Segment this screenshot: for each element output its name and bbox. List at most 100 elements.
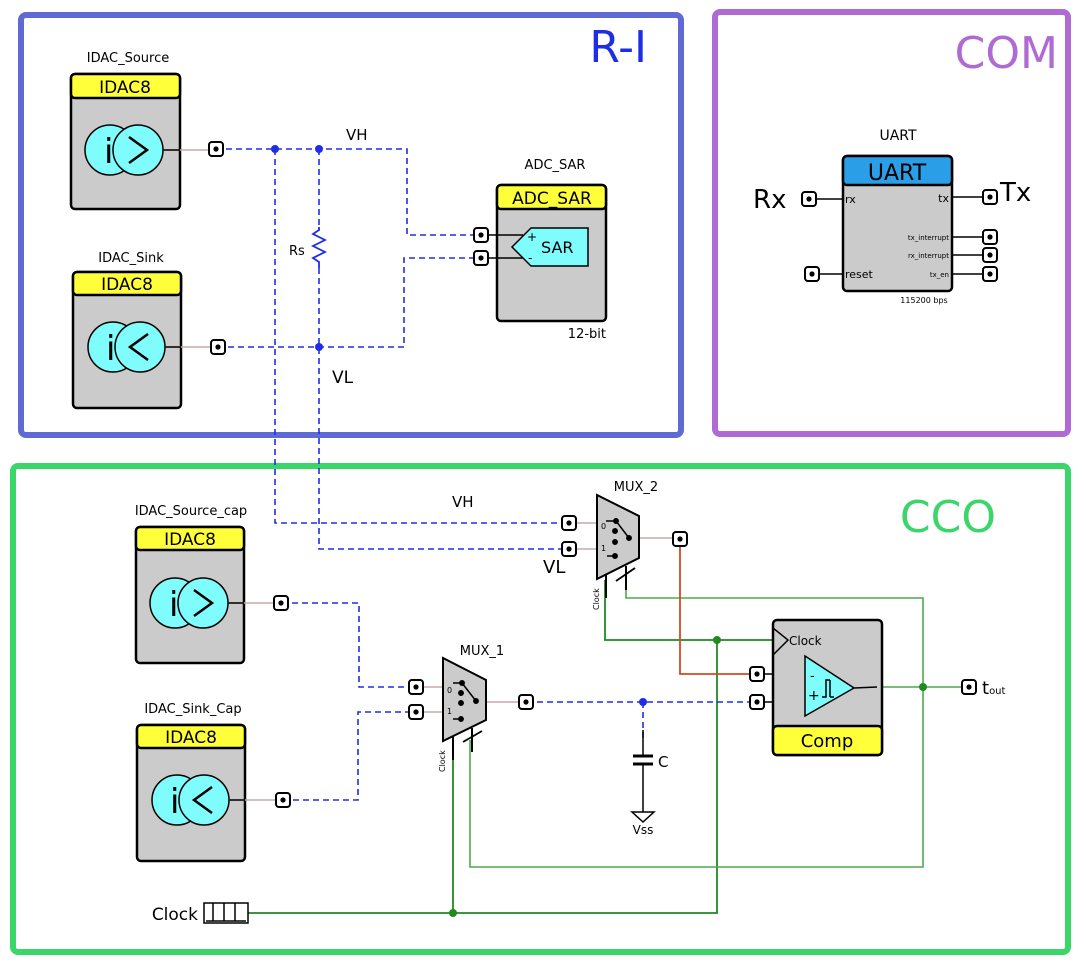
comp-minus-label: - xyxy=(810,669,815,684)
switch-icon xyxy=(453,680,479,722)
idac-sink-block[interactable]: IDAC_Sink IDAC8 i xyxy=(71,251,226,410)
ri-nets xyxy=(216,148,569,550)
uart-tx-en-pin xyxy=(982,266,998,282)
label-vl: VL xyxy=(332,368,354,388)
sar-minus-label: - xyxy=(528,251,532,265)
clock-net xyxy=(248,580,775,914)
port-rx-label: Rx xyxy=(753,185,786,215)
mux-1-in0-pin xyxy=(408,679,424,695)
idac-sink-type: IDAC8 xyxy=(101,275,153,295)
label-cap: C xyxy=(658,753,668,771)
current-source-icon: i xyxy=(84,124,164,176)
idac-sink-cap-instance-name: IDAC_Sink_Cap xyxy=(144,702,241,717)
mux-2-in0-pin xyxy=(561,515,577,531)
uart-pin-tx-interrupt: tx_interrupt xyxy=(908,234,949,242)
mux-1-out-pin xyxy=(518,694,534,710)
sar-symbol-label: SAR xyxy=(541,238,574,257)
uart-type: UART xyxy=(868,161,927,186)
port-tx-label: Tx xyxy=(999,178,1031,208)
mux-2-input-0-label: 0 xyxy=(601,522,606,531)
uart-instance-name: UART xyxy=(879,128,917,144)
mux-1-block[interactable]: MUX_1 0 1 Clock xyxy=(408,644,534,772)
sar-symbol-icon xyxy=(510,227,589,267)
tout-label: tout xyxy=(982,678,1006,699)
label-rs: Rs xyxy=(289,244,305,259)
label-cco-vh: VH xyxy=(452,493,474,511)
idac-sink-instance-name: IDAC_Sink xyxy=(98,251,164,266)
comp-plus-pin xyxy=(749,694,765,710)
junction-clock-bottom xyxy=(449,909,457,917)
region-ri-label: R-I xyxy=(589,22,647,73)
uart-tx-pin xyxy=(982,189,998,205)
adc-minus-pin xyxy=(473,250,489,266)
idac-source-cap-instance-name: IDAC_Source_cap xyxy=(135,504,247,519)
idac-source-type: IDAC8 xyxy=(99,78,151,98)
adc-sar-block[interactable]: ADC_SAR ADC_SAR SAR + - 12-bit xyxy=(473,158,608,342)
uart-tx-interrupt-pin xyxy=(982,229,998,245)
mux-1-instance-name: MUX_1 xyxy=(460,644,504,659)
uart-rx-pin xyxy=(801,191,817,207)
idac-source-block[interactable]: IDAC_Source IDAC8 i xyxy=(69,51,224,211)
idac-source-cap-type: IDAC8 xyxy=(164,530,216,550)
adc-resolution: 12-bit xyxy=(568,327,606,342)
current-sink-icon: i xyxy=(151,774,230,826)
svg-text:i: i xyxy=(104,132,113,172)
mux-2-out-pin xyxy=(672,531,688,547)
region-cco-label: CCO xyxy=(900,492,996,543)
wire-vh-top xyxy=(216,148,481,236)
region-com-label: COM xyxy=(955,28,1058,79)
mux-1-in1-pin xyxy=(408,704,424,720)
wire-vl-bottom xyxy=(218,257,481,348)
clock-input-icon xyxy=(772,627,790,656)
switch-icon xyxy=(606,518,632,559)
region-cco-frame xyxy=(10,463,1071,955)
label-vh: VH xyxy=(346,126,368,144)
capacitor-c: C Vss xyxy=(630,730,668,837)
comp-clock-label: Clock xyxy=(789,634,822,648)
adc-sar-type: ADC_SAR xyxy=(512,189,592,209)
svg-text:i: i xyxy=(169,585,178,625)
idac-source-instance-name: IDAC_Source xyxy=(87,51,170,66)
uart-baud-rate: 115200 bps xyxy=(900,296,947,305)
junction-vl xyxy=(315,343,323,351)
idac-sink-cap-block[interactable]: IDAC_Sink_Cap IDAC8 i xyxy=(135,702,291,863)
wire-mux2-to-comp xyxy=(679,540,750,675)
uart-pin-rx: rx xyxy=(845,193,856,206)
svg-text:i: i xyxy=(170,782,179,822)
label-cco-vl: VL xyxy=(543,557,565,578)
idac-source-out-pin xyxy=(208,141,224,157)
mux-1-clock-label: Clock xyxy=(438,750,447,772)
label-vss: Vss xyxy=(633,823,654,837)
junction-clock-comp xyxy=(713,636,721,644)
uart-reset-pin xyxy=(804,266,820,282)
mux-2-in1-pin xyxy=(561,541,577,557)
uart-pin-reset: reset xyxy=(845,268,874,281)
sar-plus-label: + xyxy=(527,230,537,244)
mux-2-clock-label: Clock xyxy=(592,588,601,610)
uart-rx-interrupt-pin xyxy=(982,247,998,263)
mux-2-instance-name: MUX_2 xyxy=(614,480,658,495)
wire-vh-to-mux2 xyxy=(274,149,569,524)
clock-waveform-icon xyxy=(203,902,249,924)
uart-pin-tx: tx xyxy=(938,192,949,205)
uart-pin-rx-interrupt: rx_interrupt xyxy=(908,252,949,260)
mux-1-input-0-label: 0 xyxy=(447,686,452,695)
idac-source-cap-out-pin xyxy=(273,595,289,611)
current-source-icon: i xyxy=(149,577,229,629)
uart-pin-tx-en: tx_en xyxy=(930,271,949,279)
clock-source[interactable]: Clock xyxy=(152,902,249,925)
comparator-block[interactable]: Comp Clock - + xyxy=(749,618,884,757)
idac-source-cap-block[interactable]: IDAC_Source_cap IDAC8 i xyxy=(134,504,289,665)
mux-2-block[interactable]: MUX_2 0 1 Clock xyxy=(561,480,688,610)
idac-sink-cap-type: IDAC8 xyxy=(165,728,217,748)
junction-vh-1 xyxy=(271,145,279,153)
idac-sink-out-pin xyxy=(210,339,226,355)
mux-1-input-1-label: 1 xyxy=(447,707,452,716)
comp-plus-label: + xyxy=(808,688,820,704)
current-sink-icon: i xyxy=(87,321,166,373)
tout-pin[interactable] xyxy=(961,679,977,695)
comp-minus-pin xyxy=(749,666,765,682)
uart-block[interactable]: UART UART rx reset tx tx_interrupt rx_in… xyxy=(801,128,998,305)
wire-vl-down xyxy=(318,268,569,550)
